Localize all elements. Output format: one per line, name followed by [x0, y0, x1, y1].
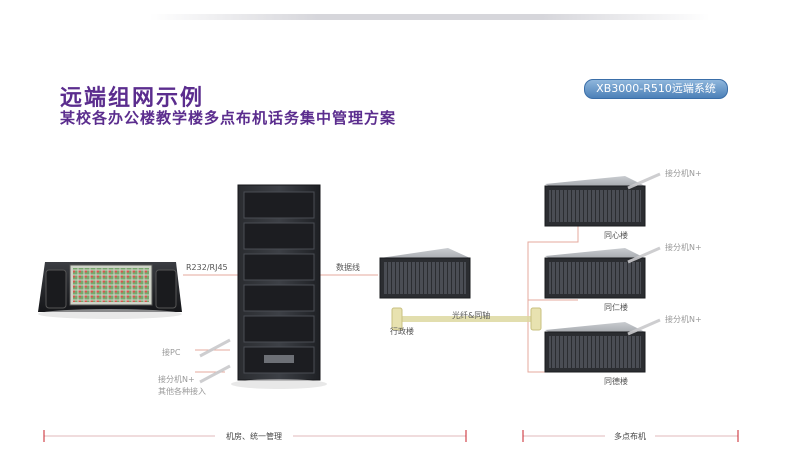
label-ext-1: 接分机N+ — [665, 168, 702, 178]
label-ext-3: 接分机N+ — [665, 314, 702, 324]
label-rs-link: R232/RJ45 — [186, 263, 228, 272]
label-fiber-link: 光纤&同轴 — [452, 310, 490, 320]
remote-box-2 — [544, 248, 646, 299]
page-title: 远端组网示例 — [60, 86, 205, 111]
fiber-link — [391, 307, 542, 331]
label-building-1: 同心楼 — [604, 230, 628, 240]
label-ext-main-2: 其他各种接入 — [158, 386, 206, 396]
label-ext-2: 接分机N+ — [665, 242, 702, 252]
server-rack — [231, 184, 327, 389]
remote-box-1 — [544, 176, 646, 227]
label-building-2: 同仁楼 — [604, 302, 628, 312]
extension-cables — [199, 172, 661, 384]
label-data-link: 数据线 — [336, 262, 360, 272]
system-badge: XB3000-R510远端系统 — [584, 79, 728, 99]
label-ext-main-1: 接分机N+ — [158, 374, 195, 384]
label-pc: 接PC — [162, 347, 181, 357]
admin-switch-box — [379, 248, 471, 299]
page-subtitle: 某校各办公楼教学楼多点布机话务集中管理方案 — [60, 109, 397, 127]
label-admin-building: 行政楼 — [390, 326, 414, 336]
console-keys — [73, 268, 149, 302]
label-building-3: 同德楼 — [604, 376, 628, 386]
remote-box-3 — [544, 322, 646, 373]
label-section-right: 多点布机 — [614, 431, 646, 441]
operator-console — [38, 262, 182, 319]
label-section-left: 机房、统一管理 — [226, 431, 282, 441]
top-divider — [150, 14, 710, 20]
